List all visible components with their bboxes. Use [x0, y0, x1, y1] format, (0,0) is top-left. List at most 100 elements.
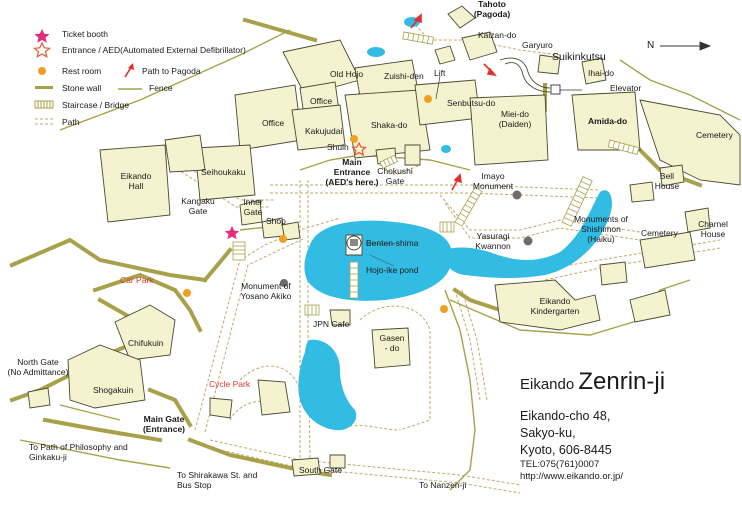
label-inner-gate: Inner Gate [243, 197, 263, 217]
pond-south [298, 339, 357, 431]
bell-house-building [659, 164, 685, 187]
north-label: N [647, 40, 655, 51]
label-car-park: Car Park [120, 275, 154, 285]
pond-east-arm [444, 190, 612, 279]
label-ihai-do: Ihai-do [588, 68, 614, 78]
label-kaizan-do: Kaizan-do [478, 30, 517, 40]
label-amida-do: Amida-do [588, 116, 628, 126]
label-tahoto: Tahoto (Pagoda) [473, 0, 511, 19]
label-to-shirakawa: To Shirakawa St. and Bus Stop [177, 470, 258, 490]
label-yasuragi-kwannon: Yasuragi Kwannon [475, 231, 511, 251]
label-office-top: Office [310, 96, 333, 106]
north-arrow-icon [660, 41, 712, 51]
label-lift: Lift [434, 68, 446, 78]
label-chifukuin: Chifukuin [128, 338, 164, 348]
label-benten-shima: Benten-shima [366, 238, 419, 248]
legend-symbols [33, 29, 142, 125]
label-elevator: Elevator [610, 83, 642, 93]
label-gasen-do: Gasen - do [379, 333, 405, 353]
label-to-path-philosophy: To Path of Philosophy and Ginkaku-ji [29, 442, 128, 462]
label-to-nanzen-ji: To Nanzen-ji [419, 480, 467, 490]
label-north-gate: North Gate (No Admittance) [7, 357, 69, 377]
label-suikinkutsu: Suikinkutsu [552, 51, 606, 63]
legend-stone-wall: Stone wall [62, 83, 102, 93]
cemetery-right-area [639, 99, 741, 186]
address-url[interactable]: http://www.eikando.or.jp/ [520, 471, 623, 482]
seihoukaku-building [194, 144, 256, 201]
legend-staircase-bridge: Staircase / Bridge [62, 100, 130, 110]
label-charnel-house: Charnel House [698, 219, 728, 239]
hojo-ike-pond [304, 220, 453, 301]
legend-path: Path [62, 117, 80, 127]
imayo-monument-icon [512, 190, 522, 200]
restroom-dot-icon [38, 67, 46, 75]
buildings [27, 5, 741, 477]
entrance-star-icon [33, 41, 51, 59]
restroom-icon [424, 95, 432, 103]
label-office-left: Office [262, 118, 285, 128]
charnel-house-building [684, 207, 711, 233]
label-monuments-shishimon: Monuments of Shishimon (Haiku) [574, 214, 628, 244]
label-cemetery-right: Cemetery [696, 130, 733, 140]
label-shuin: Shuin [327, 142, 349, 152]
label-miei-do: Miei-do (Daiden) [498, 109, 532, 129]
water-bodies [298, 17, 612, 431]
ticket-booth-icon [224, 226, 240, 240]
legend-rest-room: Rest room [62, 66, 102, 76]
chifukuin-building [114, 304, 176, 361]
miei-do-building [469, 94, 549, 166]
label-senbutsu-do: Senbutsu-do [447, 98, 496, 108]
main-entrance-star-icon [351, 141, 367, 157]
legend-path-to-pagoda: Path to Pagoda [142, 66, 201, 76]
label-eikando-hall: Eikando Hall [120, 171, 152, 191]
label-main-entrance: Main Entrance (AED's here.) [325, 157, 379, 187]
restroom-icon [279, 235, 287, 243]
label-hojo-ike-pond: Hojo-ike pond [366, 265, 419, 275]
amida-do-building [571, 91, 641, 151]
address-block: Eikando-cho 48, Sakyo-ku, Kyoto, 606-844… [520, 408, 623, 483]
benten-shima-shrine-icon [346, 235, 362, 251]
pagoda-arrows [410, 13, 497, 191]
label-chokushi-gate: Chokushi Gate [377, 166, 413, 186]
address-line2: Sakyo-ku, [520, 426, 576, 440]
label-imayo-monument: Imayo Monument [472, 171, 514, 191]
ticket-booth-star-icon [34, 29, 50, 43]
shogakuin-building [67, 344, 146, 409]
yasuragi-kwannon-icon [523, 236, 533, 246]
label-main-gate: Main Gate (Entrance) [142, 414, 186, 434]
kakujudai-building [291, 104, 346, 151]
elevator-marker [550, 84, 582, 95]
label-jpn-cafe: JPN Cafe [313, 319, 350, 329]
yosano-monument-icon [280, 279, 288, 287]
ihai-do-building [581, 57, 607, 85]
eikando-hall-building [99, 144, 171, 223]
address-tel: TEL:075(761)0007 [520, 459, 600, 470]
label-shop: Shop [266, 216, 286, 226]
label-zuishi-den: Zuishi-den [384, 71, 424, 81]
staircase-icon [34, 100, 54, 109]
kaizan-do-building [461, 31, 498, 61]
label-garyuro: Garyuro [522, 40, 553, 50]
staircases [232, 31, 640, 316]
restroom-icon [350, 135, 358, 143]
label-eikando-kindergarten: Eikando Kindergarten [530, 296, 580, 316]
gasen-do-building [371, 327, 411, 369]
path-icon [35, 118, 55, 125]
eikando-kindergarten-building [494, 279, 601, 331]
stone-wall-icon [35, 86, 53, 89]
label-cemetery-mid: Cemetery [641, 228, 678, 238]
restroom-icon [183, 289, 191, 297]
label-seihoukaku: Seihoukaku [201, 167, 246, 177]
map-title: Eikando Zenrin-ji [520, 368, 665, 396]
label-old-hojo: Old Hojo [330, 69, 364, 79]
address-line1: Eikando-cho 48, [520, 409, 611, 423]
monuments [280, 190, 533, 287]
legend-entrance-aed: Entrance / AED(Automated External Defibr… [62, 45, 246, 55]
label-kangaku-gate: Kangaku Gate [181, 196, 215, 216]
label-shogakuin: Shogakuin [93, 385, 134, 395]
address-line3: Kyoto, 606-8445 [520, 443, 612, 457]
title-name: Zenrin-ji [578, 368, 666, 395]
label-bell-house: Bell House [654, 171, 680, 191]
